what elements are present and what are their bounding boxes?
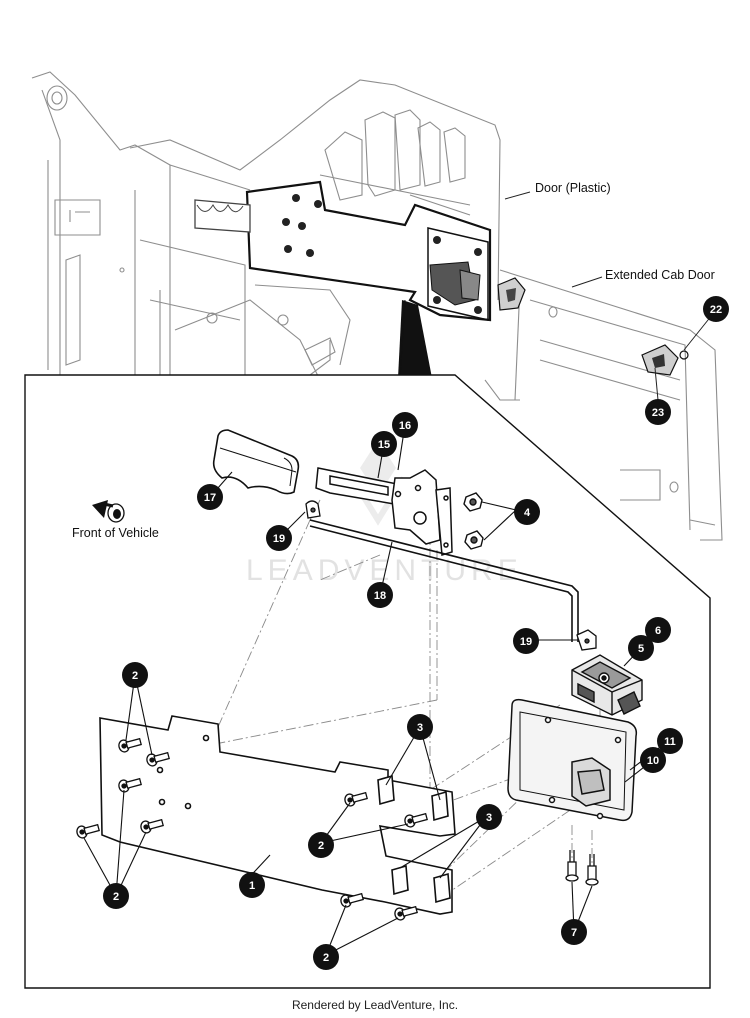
callout-3: 3 — [476, 804, 502, 830]
door-overview — [31, 71, 723, 541]
clip-lower-part — [576, 629, 597, 651]
svg-text:23: 23 — [652, 407, 664, 419]
svg-text:15: 15 — [378, 439, 390, 451]
callout-19: 19 — [266, 525, 292, 551]
callout-5: 5 — [628, 635, 654, 661]
callout-3: 3 — [407, 714, 433, 740]
bolt-part — [76, 737, 428, 921]
handle-grip-part — [212, 429, 300, 495]
svg-text:1: 1 — [249, 880, 255, 892]
latch-part — [571, 654, 643, 716]
callout-18: 18 — [367, 582, 393, 608]
svg-text:LEADVENTURE: LEADVENTURE — [246, 554, 523, 587]
nut-part — [463, 492, 484, 550]
svg-text:2: 2 — [323, 952, 329, 964]
svg-text:4: 4 — [524, 507, 531, 519]
callout-17: 17 — [197, 484, 223, 510]
overview-cab-latch — [497, 277, 689, 376]
striker-plate-part — [507, 698, 638, 822]
callout-2: 2 — [313, 944, 339, 970]
front-of-vehicle-label: Front of Vehicle — [72, 526, 159, 540]
svg-text:2: 2 — [113, 891, 119, 903]
svg-text:22: 22 — [710, 304, 722, 316]
svg-text:19: 19 — [520, 636, 532, 648]
callout-11: 11 — [657, 728, 683, 754]
callout-10: 10 — [640, 747, 666, 773]
svg-text:3: 3 — [486, 812, 492, 824]
svg-text:6: 6 — [655, 625, 661, 637]
overview-latch-plate — [194, 180, 492, 322]
detail-pointer — [398, 300, 432, 378]
screw-7-part — [565, 850, 599, 886]
rod-part — [309, 519, 579, 642]
callout-15: 15 — [371, 431, 397, 457]
svg-text:5: 5 — [638, 643, 644, 655]
callout-16: 16 — [392, 412, 418, 438]
handle-bracket-part — [315, 467, 453, 556]
svg-text:2: 2 — [132, 670, 138, 682]
callout-22: 22 — [703, 296, 729, 322]
footer-credit: Rendered by LeadVenture, Inc. — [291, 998, 459, 1012]
svg-text:11: 11 — [664, 736, 676, 748]
callout-19: 19 — [513, 628, 539, 654]
callout-2: 2 — [122, 662, 148, 688]
svg-text:18: 18 — [374, 590, 386, 602]
front-of-vehicle-arrow — [92, 500, 125, 523]
svg-text:3: 3 — [417, 722, 423, 734]
callout-6: 6 — [645, 617, 671, 643]
door-plastic-label: Door (Plastic) — [535, 181, 611, 195]
callout-1: 1 — [239, 872, 265, 898]
svg-text:7: 7 — [571, 927, 577, 939]
svg-text:10: 10 — [647, 755, 659, 767]
overview-leaders — [504, 191, 713, 401]
callout-4: 4 — [514, 499, 540, 525]
svg-text:2: 2 — [318, 840, 324, 852]
svg-text:16: 16 — [399, 420, 411, 432]
mount-plate-part — [99, 715, 456, 915]
callout-2: 2 — [103, 883, 129, 909]
extended-cab-door-label: Extended Cab Door — [605, 268, 715, 282]
callout-23: 23 — [645, 399, 671, 425]
svg-text:17: 17 — [204, 492, 216, 504]
callout-2: 2 — [308, 832, 334, 858]
clip-part — [305, 500, 321, 519]
callout-7: 7 — [561, 919, 587, 945]
svg-text:19: 19 — [273, 533, 285, 545]
